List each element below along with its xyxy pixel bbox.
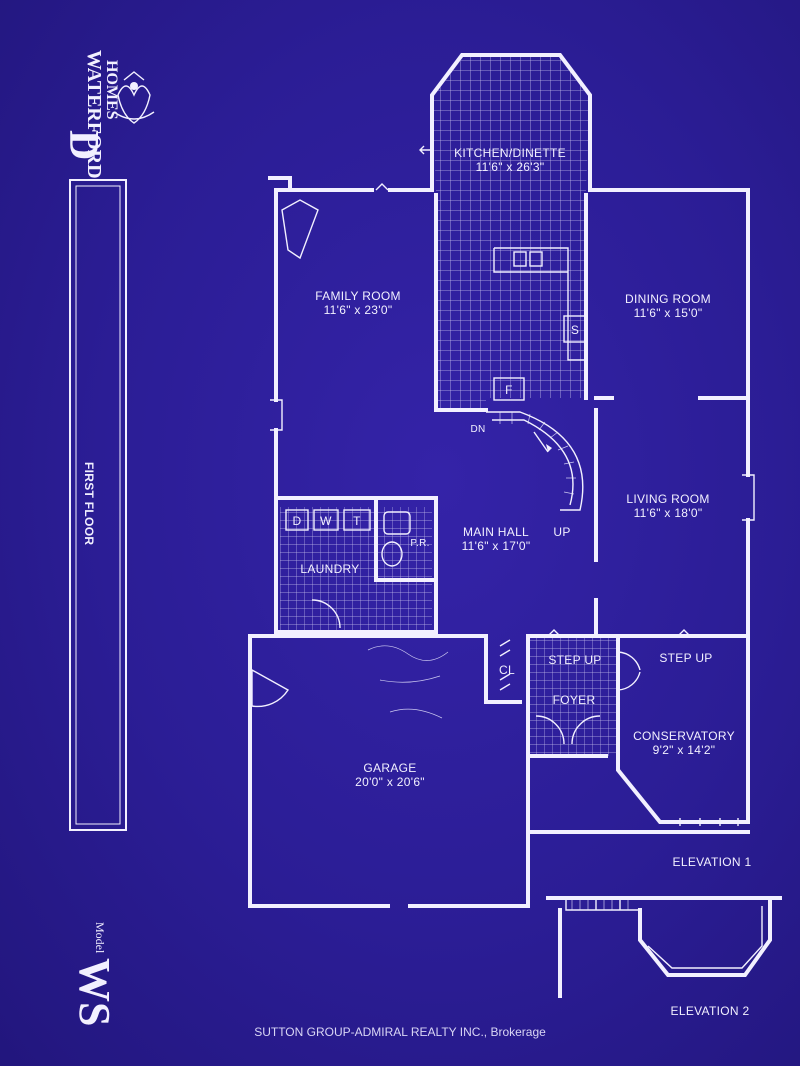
family-name: FAMILY ROOM [315, 289, 401, 303]
staircase-icon [486, 411, 584, 511]
garage-size: 20'0" x 20'6" [355, 775, 425, 789]
elevation-2-label: ELEVATION 2 [671, 1004, 750, 1018]
stair-down-label: DN [470, 424, 485, 435]
dining-size: 11'6" x 15'0" [634, 306, 703, 320]
family-size: 11'6" x 23'0" [324, 303, 393, 317]
garage-name: GARAGE [363, 761, 416, 775]
living-name: LIVING ROOM [626, 492, 709, 506]
conservatory-name: CONSERVATORY [633, 729, 735, 743]
brand-line-2: HOMES [103, 60, 120, 120]
fridge-label: F [505, 383, 513, 397]
kitchen-name: KITCHEN/DINETTE [454, 146, 566, 160]
brokerage-watermark: SUTTON GROUP-ADMIRAL REALTY INC., Broker… [254, 1025, 546, 1039]
brand-line-1: WATERFORD [83, 50, 105, 179]
laundry-name: LAUNDRY [300, 562, 359, 576]
details [251, 145, 763, 969]
model-label: Model [93, 922, 107, 954]
hall-size: 11'6" x 17'0" [462, 539, 531, 553]
dishwasher-label: D [293, 514, 302, 528]
brand-letter: D [60, 130, 106, 160]
conservatory-size: 9'2" x 14'2" [653, 743, 716, 757]
stair-up-label: UP [553, 525, 570, 539]
hall-name: MAIN HALL [463, 525, 529, 539]
fireplace-icon [281, 199, 319, 260]
walls [248, 53, 782, 998]
closet-label: CL [499, 663, 515, 677]
foyer-name: FOYER [553, 693, 596, 707]
step-up-conservatory: STEP UP [659, 651, 712, 665]
sheet-title: FIRST FLOOR [82, 462, 96, 545]
tile-areas [280, 55, 616, 756]
washer-label: W [320, 514, 332, 528]
step-up-foyer: STEP UP [548, 653, 601, 667]
model-code: WS [70, 958, 119, 1026]
kitchen-size: 11'6" x 26'3" [476, 160, 545, 174]
brand-strip: WATERFORD HOMES D FIRST FLOOR Model WS [60, 50, 155, 1026]
living-size: 11'6" x 18'0" [634, 506, 703, 520]
dining-name: DINING ROOM [625, 292, 711, 306]
elevation-1-label: ELEVATION 1 [673, 855, 752, 869]
sink-label: S [571, 323, 579, 337]
tub-label: T [353, 514, 361, 528]
crest-icon [113, 71, 155, 124]
fixture-labels: D W T P.R. CL S F DN UP STEP UP STEP UP [293, 323, 713, 677]
room-labels: KITCHEN/DINETTE 11'6" x 26'3" FAMILY ROO… [300, 146, 735, 789]
powder-room-label: P.R. [410, 538, 429, 549]
